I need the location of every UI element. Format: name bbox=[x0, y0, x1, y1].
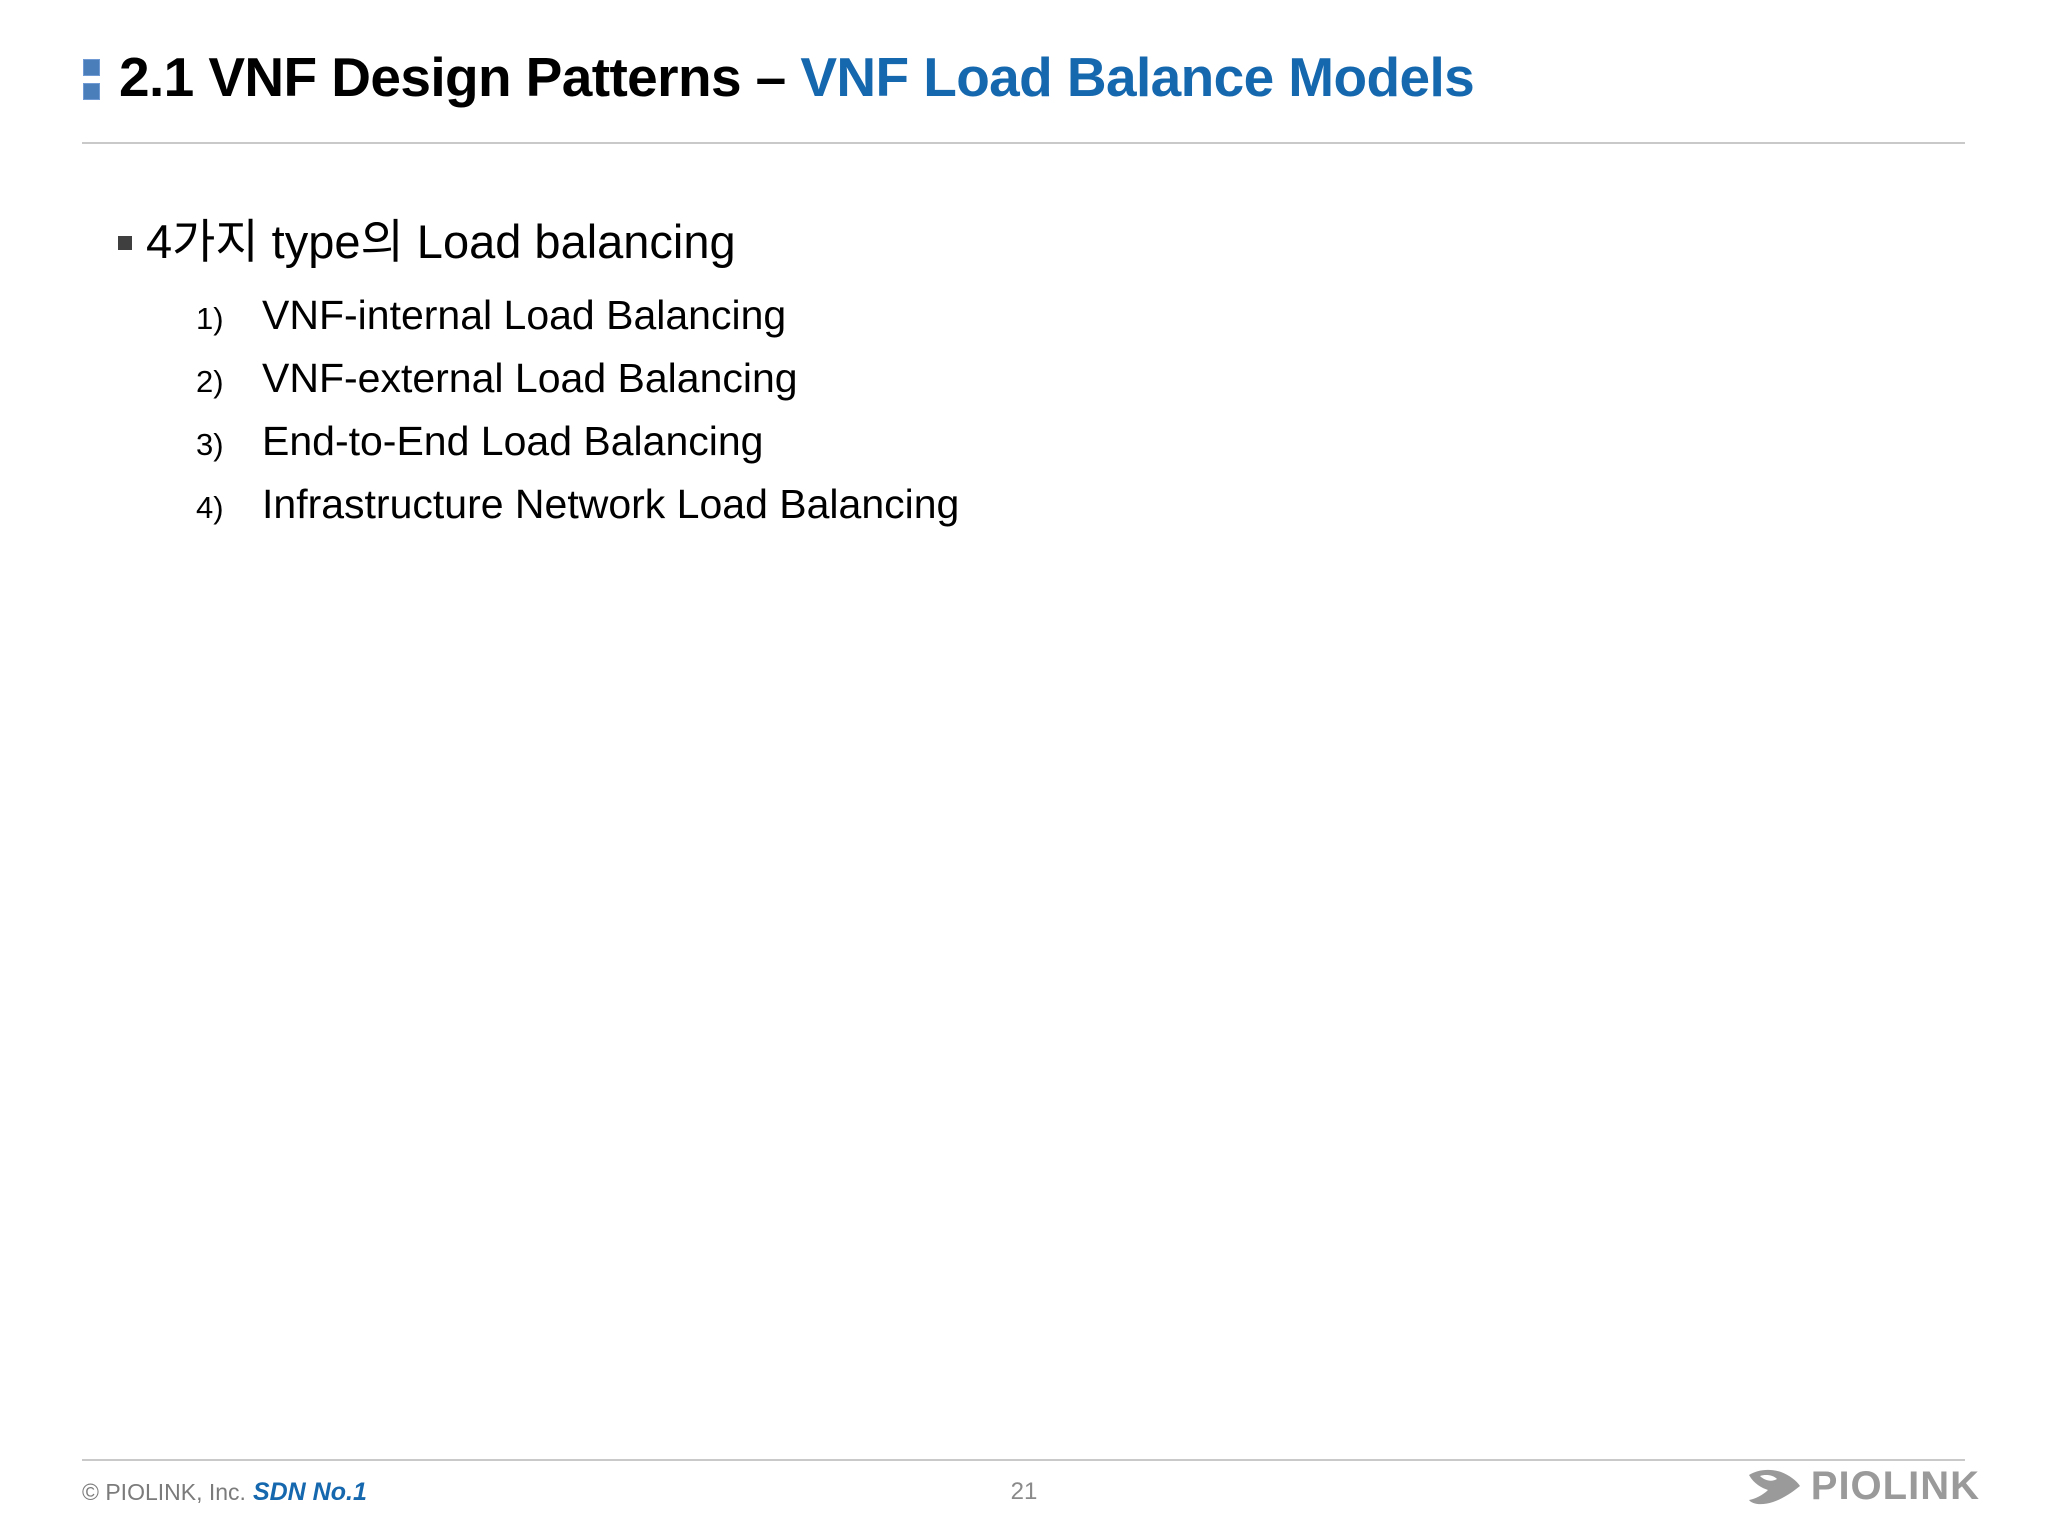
list-item-label: VNF-internal Load Balancing bbox=[262, 292, 787, 338]
list-item: 4) Infrastructure Network Load Balancing bbox=[196, 473, 2048, 536]
numbered-list: 1) VNF-internal Load Balancing 2) VNF-ex… bbox=[0, 284, 2048, 536]
piolink-logo-text: PIOLINK bbox=[1810, 1464, 1980, 1508]
list-item-label: End-to-End Load Balancing bbox=[262, 418, 764, 464]
tagline-label: SDN No.1 bbox=[252, 1478, 367, 1506]
footer-copyright: © PIOLINK, Inc.SDN No.1 bbox=[82, 1478, 367, 1507]
list-item-number: 2) bbox=[196, 364, 224, 399]
list-item: 1) VNF-internal Load Balancing bbox=[196, 284, 2048, 347]
lead-bullet-label: 4가지 type의 Load balancing bbox=[146, 215, 736, 268]
title-bullet-marker-icon bbox=[83, 58, 101, 100]
page-title: 2.1 VNF Design Patterns – VNF Load Balan… bbox=[119, 49, 1475, 105]
list-item-label: Infrastructure Network Load Balancing bbox=[262, 481, 960, 527]
list-item-label: VNF-external Load Balancing bbox=[262, 355, 798, 401]
title-marker-square-bottom bbox=[83, 82, 100, 100]
square-bullet-icon bbox=[118, 236, 132, 250]
copyright-label: © PIOLINK, Inc. bbox=[82, 1479, 246, 1505]
list-item: 3) End-to-End Load Balancing bbox=[196, 410, 2048, 473]
page-number: 21 bbox=[1010, 1478, 1038, 1505]
title-marker-square-top bbox=[83, 58, 100, 76]
piolink-logo: PIOLINK bbox=[1747, 1466, 1980, 1506]
list-item-number: 4) bbox=[196, 490, 224, 525]
piolink-arrow-icon bbox=[1747, 1466, 1801, 1506]
title-divider bbox=[82, 142, 1965, 144]
lead-bullet-row: 4가지 type의 Load balancing bbox=[118, 210, 2048, 274]
footer-divider bbox=[82, 1459, 1965, 1461]
slide-body: 4가지 type의 Load balancing 1) VNF-internal… bbox=[0, 210, 2048, 536]
page-title-primary: 2.1 VNF Design Patterns – bbox=[119, 45, 801, 108]
page-title-secondary: VNF Load Balance Models bbox=[800, 45, 1475, 108]
slide-title-bar: 2.1 VNF Design Patterns – VNF Load Balan… bbox=[0, 38, 2048, 116]
list-item: 2) VNF-external Load Balancing bbox=[196, 347, 2048, 410]
list-item-number: 3) bbox=[196, 427, 224, 462]
list-item-number: 1) bbox=[196, 301, 224, 336]
